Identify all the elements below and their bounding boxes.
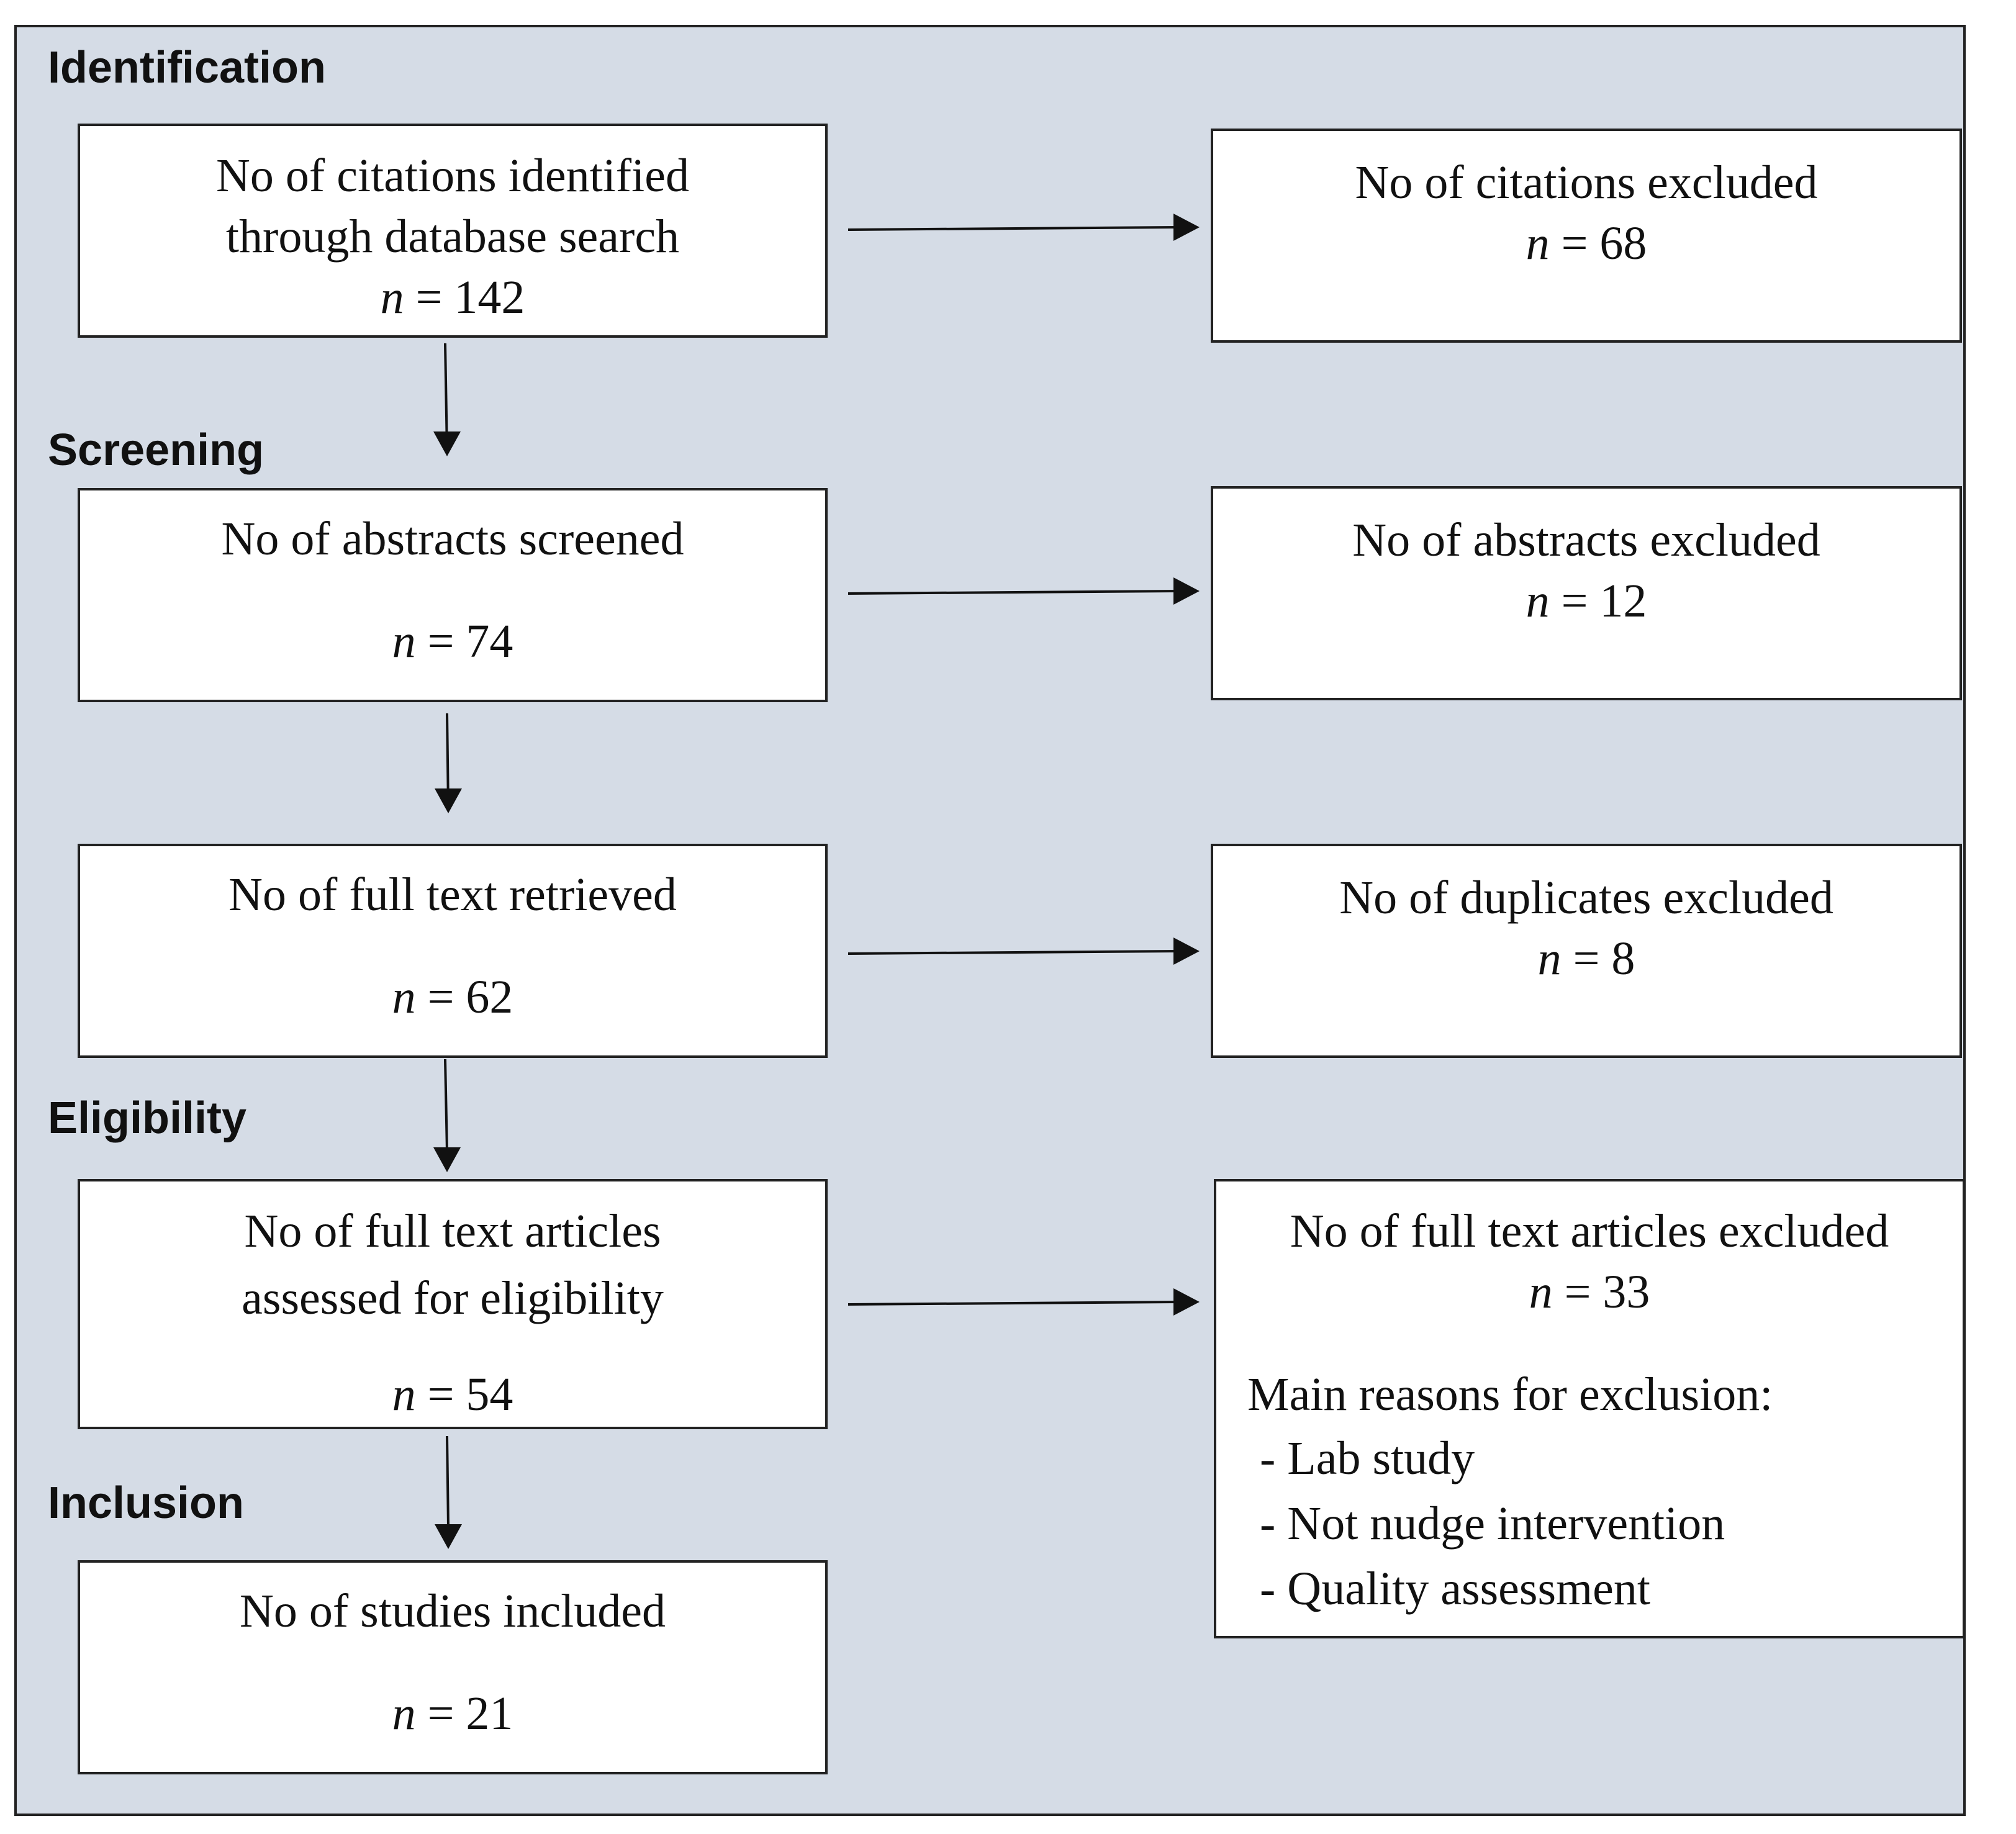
arrow-right bbox=[848, 590, 1180, 595]
arrowhead-down bbox=[433, 431, 461, 456]
arrow-right bbox=[848, 950, 1180, 955]
box-studies-included: No of studies included n = 21 bbox=[78, 1560, 828, 1774]
box-abstracts-excluded: No of abstracts excluded n = 12 bbox=[1211, 486, 1962, 700]
arrowhead-right bbox=[1173, 1288, 1200, 1316]
arrowhead-right bbox=[1173, 214, 1200, 241]
box-full-text-excluded: No of full text articles excluded n = 33… bbox=[1214, 1179, 1965, 1638]
box-full-text-assessed: No of full text articles assessed for el… bbox=[78, 1179, 828, 1429]
arrowhead-down bbox=[435, 1524, 462, 1549]
box-count: n = 68 bbox=[1526, 217, 1647, 269]
box-line: No of citations excluded bbox=[1355, 156, 1818, 209]
arrowhead-right bbox=[1173, 577, 1200, 605]
exclusion-reason-item: - Quality assessment bbox=[1260, 1563, 1651, 1615]
stage-eligibility: Eligibility bbox=[48, 1093, 247, 1143]
box-line: No of full text retrieved bbox=[228, 869, 677, 921]
box-duplicates-excluded: No of duplicates excluded n = 8 bbox=[1211, 844, 1962, 1058]
box-citations-excluded: No of citations excluded n = 68 bbox=[1211, 129, 1962, 343]
exclusion-reason-item: - Lab study bbox=[1260, 1432, 1475, 1484]
box-line: assessed for eligibility bbox=[242, 1272, 664, 1324]
arrow-right bbox=[848, 1301, 1180, 1306]
box-count: n = 142 bbox=[380, 271, 525, 323]
arrow-right bbox=[848, 226, 1180, 231]
exclusion-reasons-title: Main reasons for exclusion: bbox=[1247, 1368, 1773, 1421]
stage-identification: Identification bbox=[48, 43, 326, 93]
box-line: No of abstracts excluded bbox=[1352, 514, 1820, 566]
box-line: No of citations identified bbox=[216, 150, 689, 202]
box-line: through database search bbox=[225, 210, 680, 263]
exclusion-reason-item: - Not nudge intervention bbox=[1260, 1497, 1725, 1550]
box-full-text-retrieved: No of full text retrieved n = 62 bbox=[78, 844, 828, 1058]
arrow-down bbox=[444, 1059, 448, 1152]
stage-screening: Screening bbox=[48, 425, 264, 475]
box-count: n = 8 bbox=[1537, 933, 1635, 985]
box-abstracts-screened: No of abstracts screened n = 74 bbox=[78, 488, 828, 702]
box-line: No of abstracts screened bbox=[221, 513, 684, 565]
box-line: No of full text articles excluded bbox=[1290, 1205, 1889, 1257]
box-citations-identified: No of citations identified through datab… bbox=[78, 124, 828, 338]
box-line: No of duplicates excluded bbox=[1339, 872, 1833, 924]
stage-inclusion: Inclusion bbox=[48, 1478, 245, 1528]
box-count: n = 74 bbox=[392, 615, 513, 667]
box-count: n = 21 bbox=[392, 1687, 513, 1740]
box-count: n = 54 bbox=[392, 1368, 513, 1421]
box-count: n = 12 bbox=[1526, 575, 1647, 627]
box-line: No of full text articles bbox=[244, 1205, 661, 1257]
arrowhead-right bbox=[1173, 937, 1200, 965]
box-count: n = 62 bbox=[392, 971, 513, 1023]
box-line: No of studies included bbox=[239, 1585, 666, 1637]
arrowhead-down bbox=[433, 1147, 461, 1172]
arrowhead-down bbox=[435, 788, 462, 813]
box-count: n = 33 bbox=[1529, 1266, 1650, 1318]
arrow-down bbox=[446, 1435, 450, 1528]
